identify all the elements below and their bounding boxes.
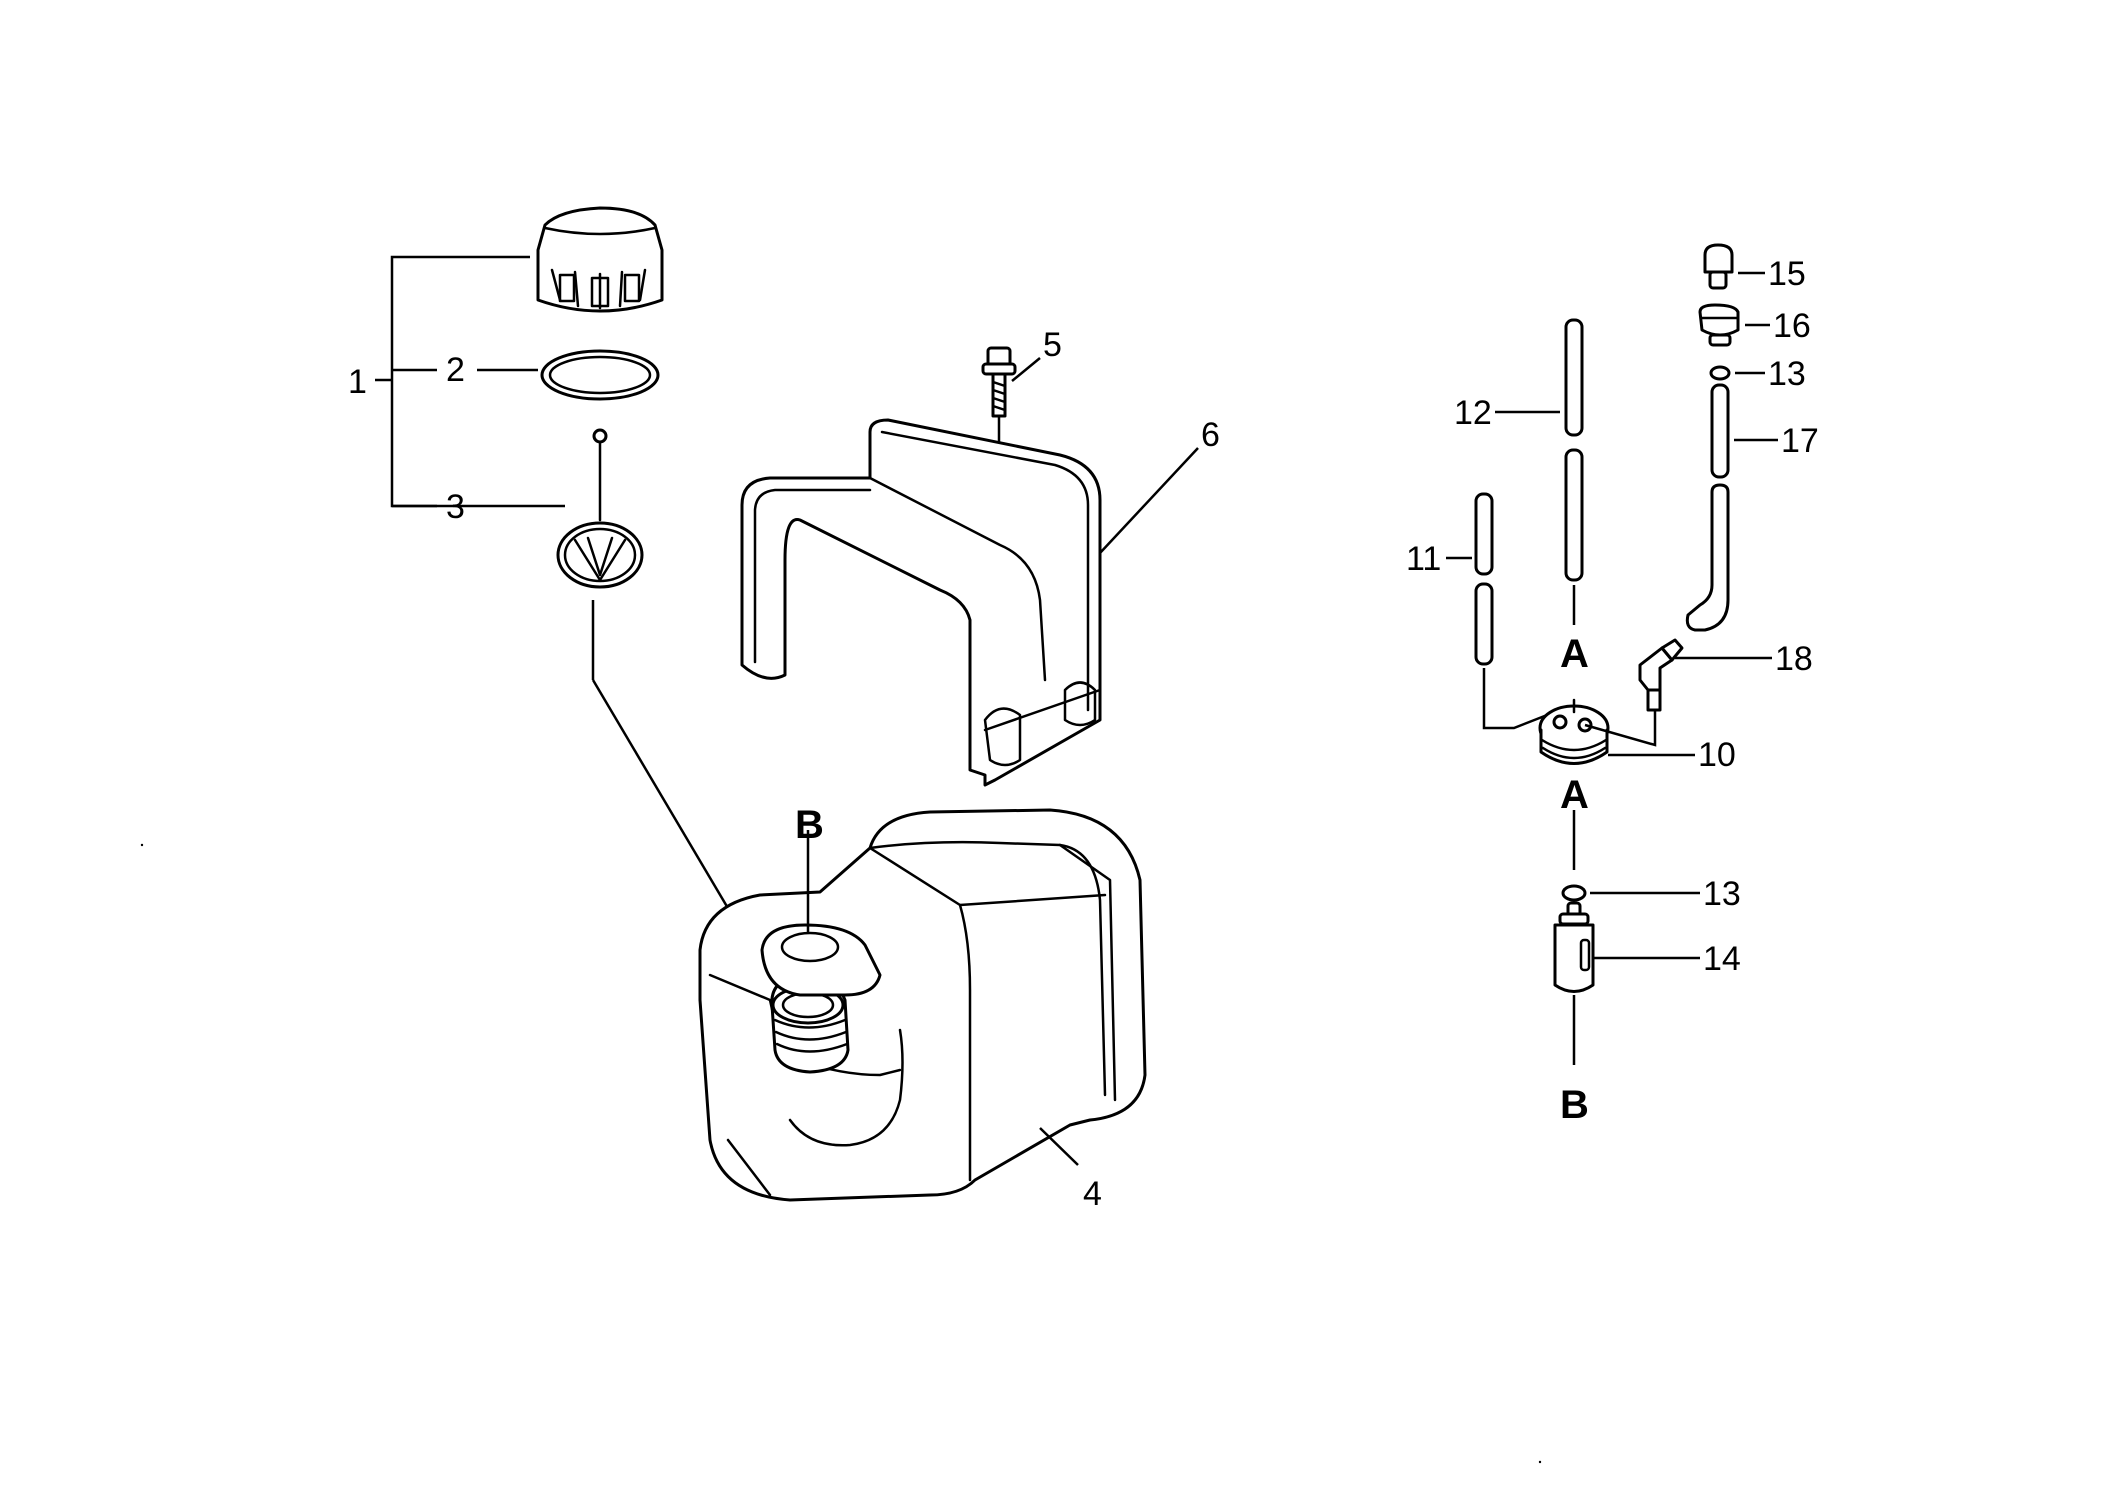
dot-bottom (1538, 1460, 1542, 1464)
callout-5: 5 (1043, 326, 1062, 364)
callout-2: 2 (446, 351, 465, 389)
group-bracket (375, 255, 565, 508)
callout-3: 3 (446, 488, 465, 526)
callout-12: 12 (1454, 394, 1492, 432)
callout-16: 16 (1773, 307, 1811, 345)
callout-15: 15 (1768, 255, 1806, 293)
callout-17: 17 (1781, 422, 1819, 460)
connector (1698, 303, 1770, 347)
callout-11: 11 (1406, 540, 1441, 578)
callout-1: 1 (348, 363, 367, 401)
o-ring-lower (1561, 810, 1700, 902)
marker-b-filter: B (1560, 1083, 1589, 1127)
tank-bracket (740, 418, 1199, 787)
fuel-cap (536, 206, 664, 313)
callout-10: 10 (1698, 736, 1736, 774)
fuel-tank (698, 808, 1147, 1202)
callout-13-upper: 13 (1768, 355, 1806, 393)
callout-6: 6 (1201, 416, 1220, 454)
elbow-fitting (1638, 638, 1772, 712)
fuel-hose-11 (1446, 492, 1576, 730)
gasket (540, 349, 660, 401)
callout-13-lower: 13 (1703, 875, 1741, 913)
callout-18: 18 (1775, 640, 1813, 678)
fuel-hose-12 (1495, 318, 1584, 625)
marker-a-top: A (1560, 632, 1589, 676)
o-ring-upper (1709, 365, 1765, 381)
pickup-cap (1538, 698, 1695, 765)
callout-4: 4 (1083, 1175, 1102, 1213)
return-hose (1685, 383, 1778, 632)
marker-a-bottom: A (1560, 773, 1589, 817)
fuel-strainer (556, 428, 802, 1031)
plug (1703, 243, 1765, 290)
dot-left (140, 843, 144, 847)
callout-14: 14 (1703, 940, 1741, 978)
marker-b-tank: B (795, 803, 824, 847)
fuel-filter (1553, 901, 1700, 1065)
